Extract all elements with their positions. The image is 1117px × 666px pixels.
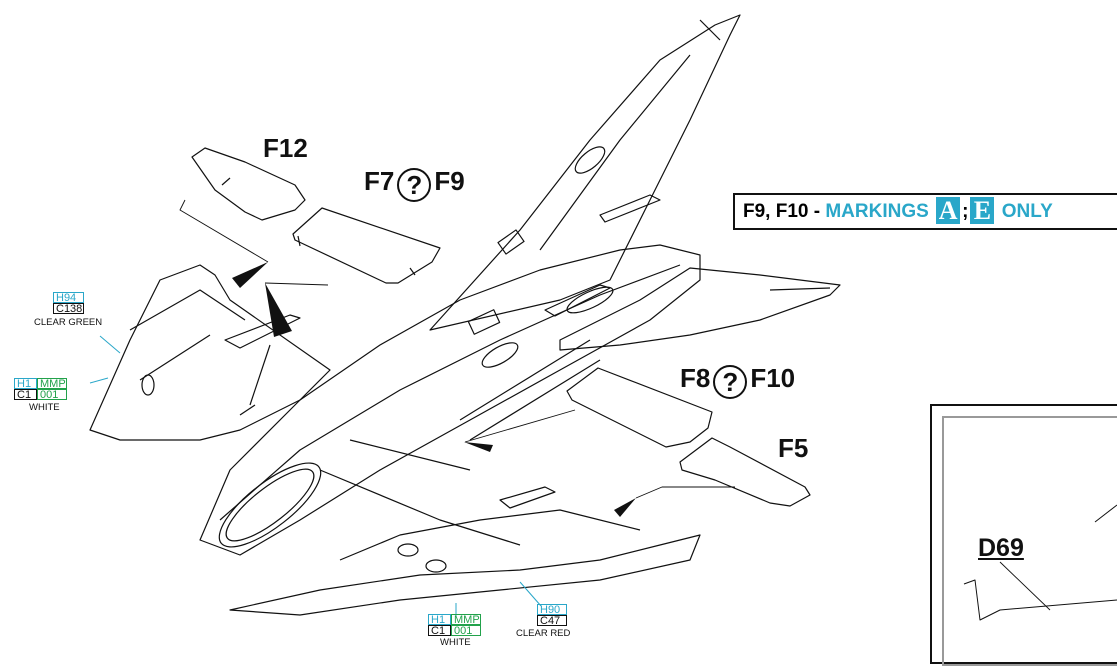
mr-color-code: C47 — [537, 615, 567, 627]
mmp-code-bottom: 001 — [37, 389, 67, 401]
aircraft-underside-drawing — [89, 14, 1117, 621]
mmp-code-bottom: 001 — [451, 625, 481, 637]
part-label-f8-f10: F8?F10 — [680, 363, 795, 399]
mmp-code-top: MMP — [451, 614, 481, 626]
instruction-sheet: F12 F7?F9 F8?F10 F5 F9, F10 - MARKINGS A… — [14, 14, 1117, 666]
detail-inset-inner-frame — [942, 416, 1117, 666]
gunze-code: H1 — [14, 378, 37, 390]
part-label-f7: F7 — [364, 166, 395, 196]
mmp-code-top: MMP — [37, 378, 67, 390]
paint-callout-clear-green: H94 C138 — [53, 292, 84, 315]
part-label-f8: F8 — [680, 363, 711, 393]
paint-name: WHITE — [440, 637, 471, 648]
paint-name: CLEAR RED — [516, 628, 571, 639]
mr-color-code: C1 — [428, 625, 451, 637]
part-label-f7-f9: F7?F9 — [364, 166, 465, 202]
paint-callout-clear-red: H90 C47 — [537, 604, 567, 627]
markings-note-prefix: F9, F10 - — [743, 201, 826, 222]
mr-color-code: C138 — [53, 303, 84, 315]
gunze-code: H1 — [428, 614, 451, 626]
paint-callout-white-left: H1 MMP C1 001 — [14, 378, 67, 401]
paint-callout-white-bottom: H1 MMP C1 001 — [428, 614, 481, 637]
part-label-f9: F9 — [434, 166, 465, 196]
alternative-symbol-icon: ? — [397, 168, 432, 202]
gunze-code: H94 — [53, 292, 84, 304]
part-label-f5: F5 — [778, 433, 809, 463]
markings-note-word: MARKINGS — [825, 201, 929, 222]
part-label-f12: F12 — [263, 133, 308, 163]
part-label-f10: F10 — [750, 363, 796, 393]
markings-note-suffix: ONLY — [1001, 201, 1053, 222]
markings-note-separator: ; — [962, 201, 969, 222]
paint-name: WHITE — [29, 402, 60, 413]
marking-e-badge: E — [970, 197, 995, 225]
markings-note: F9, F10 - MARKINGS A;E ONLY — [733, 193, 1117, 230]
mr-color-code: C1 — [14, 389, 37, 401]
paint-name: CLEAR GREEN — [34, 317, 103, 328]
alternative-symbol-icon: ? — [713, 365, 748, 399]
marking-a-badge: A — [936, 197, 961, 225]
gunze-code: H90 — [537, 604, 567, 616]
part-label-d69: D69 — [978, 534, 1024, 562]
